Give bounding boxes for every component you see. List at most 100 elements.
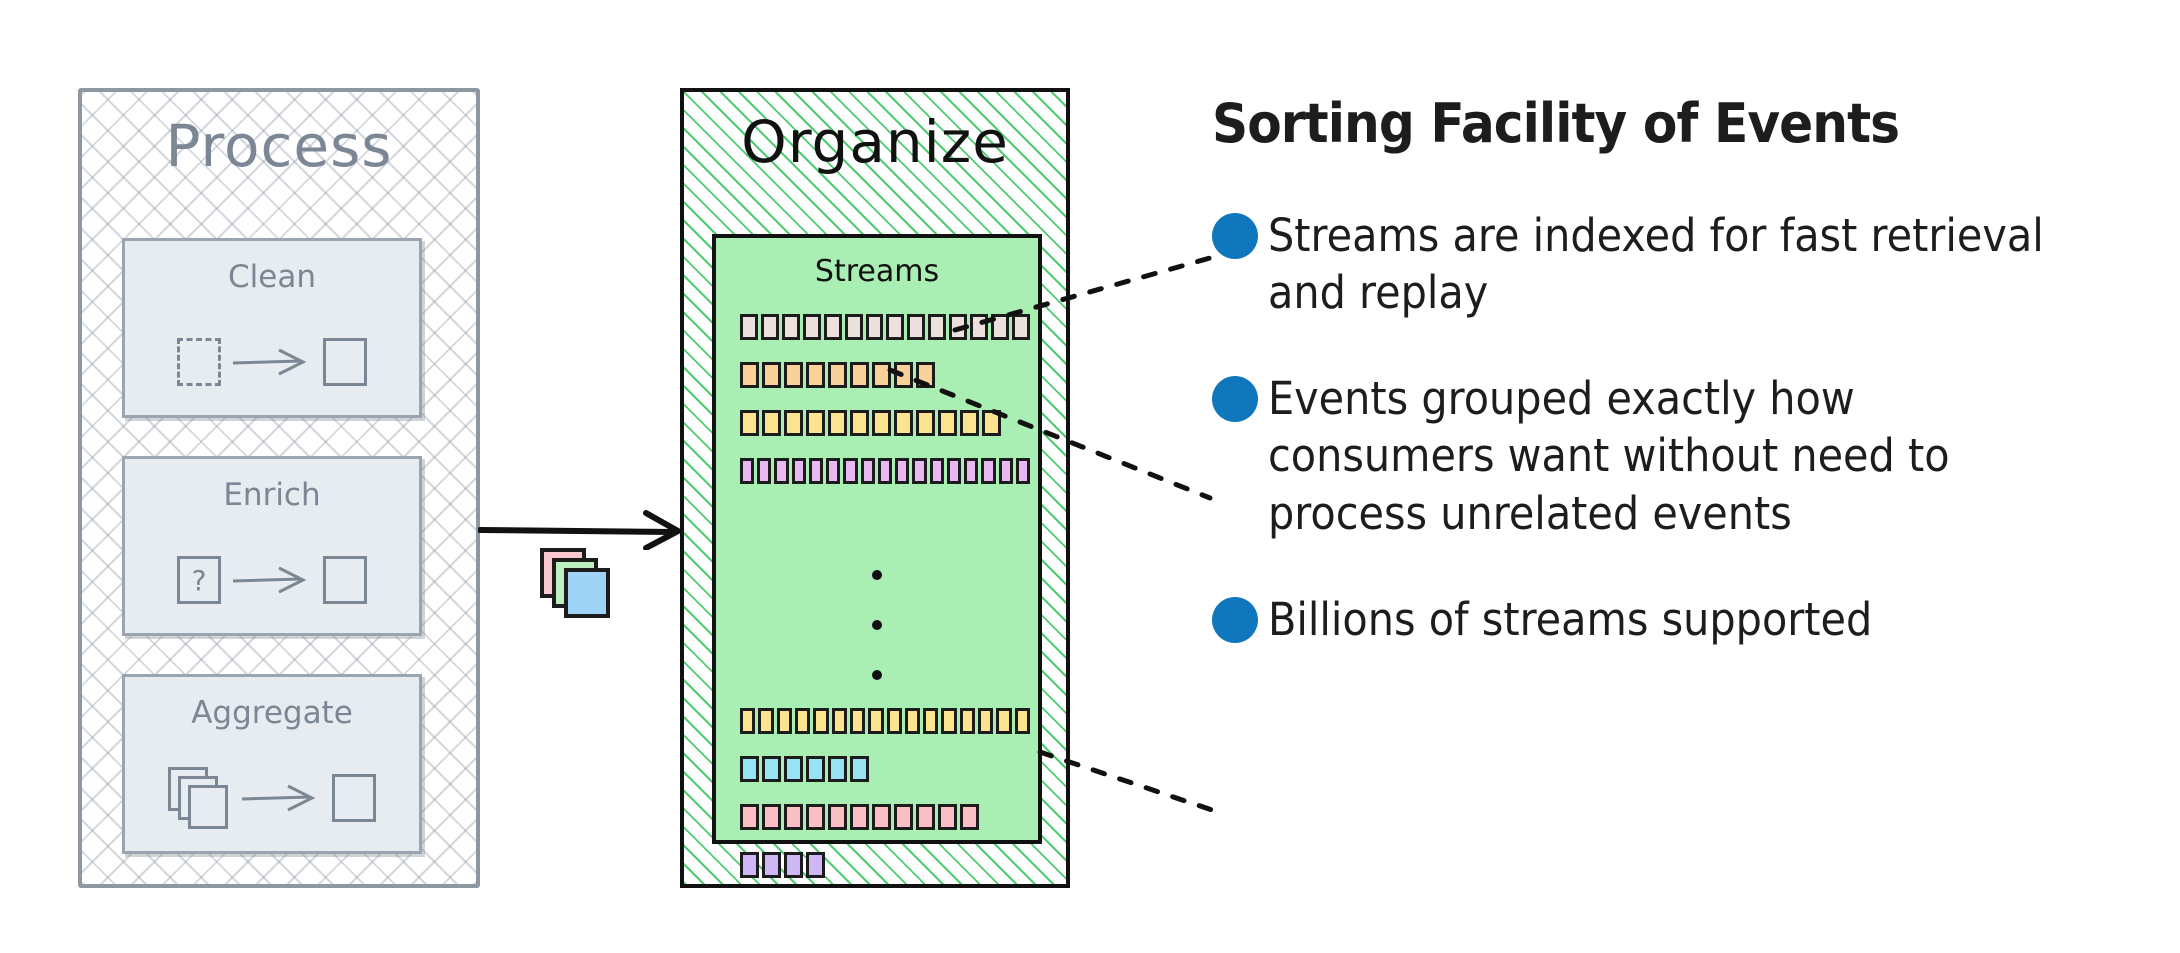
stream-segment	[791, 458, 806, 484]
stream-segment	[949, 314, 968, 340]
stream-segment	[828, 362, 847, 388]
card-stack-icon	[540, 548, 612, 618]
stream-segment	[916, 804, 935, 830]
bullet-text: Events grouped exactly how consumers wan…	[1268, 371, 1950, 541]
stream-segment	[904, 708, 921, 734]
stream-segment	[828, 804, 847, 830]
stream-segment	[970, 314, 989, 340]
stream-segment	[806, 804, 825, 830]
stream-segment	[784, 362, 803, 388]
stream-segment	[868, 708, 884, 734]
stream-segment	[1015, 458, 1030, 484]
stream-segment	[938, 410, 957, 436]
stream-segment	[894, 804, 913, 830]
stream-segment	[872, 410, 891, 436]
stream-segment	[760, 314, 779, 340]
enrich-icon-group: ?	[125, 537, 419, 623]
stream-segment	[740, 708, 756, 734]
stream-rows-top	[740, 314, 1030, 506]
aggregate-icon-group	[125, 755, 419, 841]
stream-segment	[849, 708, 866, 734]
stream-segment	[806, 852, 825, 878]
stream-segment	[831, 708, 847, 734]
stream-segment	[740, 362, 759, 388]
question-mark-square-icon: ?	[177, 556, 221, 604]
stream-segment	[794, 708, 811, 734]
stream-segment	[784, 852, 803, 878]
stream-row[interactable]	[740, 756, 1030, 782]
bullet-dot-icon	[1212, 596, 1258, 643]
stream-row[interactable]	[740, 804, 1030, 830]
stream-segment	[912, 458, 927, 484]
arrow-right-icon	[241, 784, 316, 812]
bullet-item: Billions of streams supported	[1212, 591, 2112, 649]
stream-row[interactable]	[740, 852, 1030, 878]
stream-segment	[802, 314, 821, 340]
solid-square-icon	[323, 556, 367, 604]
stream-segment	[806, 362, 825, 388]
stream-segment	[1014, 708, 1030, 734]
stream-segment	[946, 458, 962, 484]
stream-segment	[998, 458, 1013, 484]
stream-segment	[894, 362, 913, 388]
stream-segment	[826, 458, 841, 484]
stream-segment	[774, 458, 789, 484]
process-panel-title: Process	[165, 112, 393, 180]
stream-segment	[923, 708, 939, 734]
stream-segment	[762, 852, 781, 878]
stream-row[interactable]	[740, 362, 1030, 388]
ellipsis-dot	[872, 570, 882, 580]
stream-segment	[781, 314, 800, 340]
stream-segment	[740, 458, 755, 484]
stream-segment	[907, 314, 926, 340]
stream-segment	[960, 804, 979, 830]
stream-segment	[850, 362, 869, 388]
dashed-square-icon	[177, 338, 221, 386]
stream-segment	[978, 708, 994, 734]
process-card-clean[interactable]: Clean	[122, 238, 422, 418]
stream-segment	[928, 314, 947, 340]
stream-segment	[740, 804, 759, 830]
bullet-text: Billions of streams supported	[1268, 592, 1873, 646]
ellipsis-dot	[872, 620, 882, 630]
stream-segment	[872, 804, 891, 830]
stream-segment	[960, 410, 979, 436]
stream-segment	[895, 458, 910, 484]
stream-segment	[877, 458, 893, 484]
stream-segment	[740, 852, 759, 878]
stream-segment	[959, 708, 976, 734]
stream-segment	[776, 708, 792, 734]
stream-segment	[964, 458, 979, 484]
stream-segment	[806, 410, 825, 436]
stream-segment	[784, 410, 803, 436]
stream-segment	[886, 314, 905, 340]
stream-segment	[828, 410, 847, 436]
stream-segment	[828, 756, 847, 782]
organize-panel: Organize Streams	[680, 88, 1070, 888]
stream-row[interactable]	[740, 458, 1030, 484]
process-card-aggregate[interactable]: Aggregate	[122, 674, 422, 854]
stream-segment	[844, 314, 863, 340]
stream-segment	[941, 708, 957, 734]
process-card-label: Clean	[228, 259, 316, 295]
solid-square-icon	[323, 338, 367, 386]
solid-square-icon	[332, 774, 376, 822]
streams-label: Streams	[814, 254, 940, 289]
stream-segment	[981, 458, 996, 484]
stream-segment	[982, 410, 1001, 436]
page-title: Sorting Facility of Events	[1212, 92, 1900, 155]
stream-segment	[762, 362, 781, 388]
stream-row[interactable]	[740, 708, 1030, 734]
bullet-list: Streams are indexed for fast retrieval a…	[1212, 207, 2112, 649]
process-card-label: Aggregate	[191, 695, 353, 731]
stream-segment	[894, 410, 913, 436]
stream-row[interactable]	[740, 314, 1030, 340]
stream-row[interactable]	[740, 410, 1030, 436]
stream-segment	[740, 756, 759, 782]
stream-segment	[757, 458, 772, 484]
clean-icon-group	[125, 319, 419, 405]
stream-rows-bottom	[740, 708, 1030, 900]
bullet-item: Streams are indexed for fast retrieval a…	[1212, 207, 2112, 322]
process-card-enrich[interactable]: Enrich ?	[122, 456, 422, 636]
